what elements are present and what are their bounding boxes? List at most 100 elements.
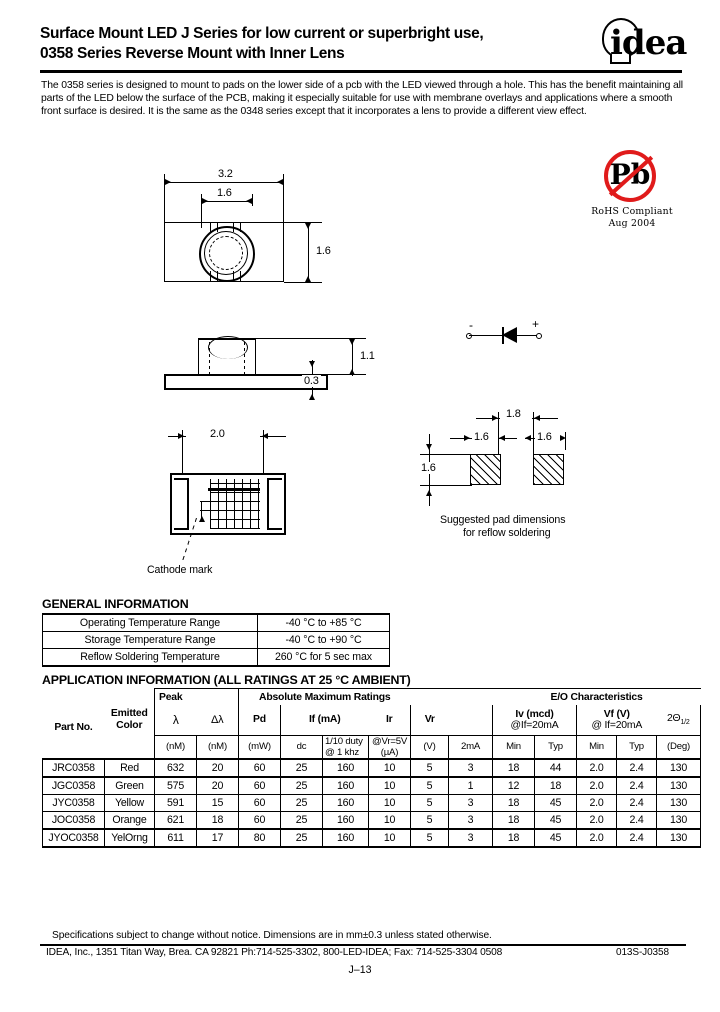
general-information-table: Operating Temperature Range -40 °C to +8… bbox=[42, 613, 390, 667]
cell-part-no: JYC0358 bbox=[42, 793, 105, 812]
grid-extension bbox=[201, 501, 202, 519]
spacer-cell bbox=[105, 689, 155, 706]
unit-ir-line-1: @Vr=5V bbox=[371, 735, 408, 747]
dim-ext-line bbox=[284, 222, 322, 223]
page-title: Surface Mount LED J Series for low curre… bbox=[40, 24, 580, 64]
cell-vf-typ: 2.4 bbox=[616, 757, 658, 777]
cell-vf-min: 2.0 bbox=[576, 757, 618, 777]
col-header-theta: 2Θ1/2 bbox=[656, 705, 702, 736]
dim-arrow bbox=[165, 179, 171, 185]
cell-vr-2ma: 1 bbox=[448, 775, 494, 795]
cell-delta-lambda: 17 bbox=[196, 827, 239, 848]
lens-notch bbox=[210, 271, 211, 282]
dim-label-bottom-width: 2.0 bbox=[210, 428, 225, 440]
bottom-view-drawing: 2.0 Cathode mark bbox=[147, 418, 390, 576]
cell-iv-min: 18 bbox=[492, 793, 536, 812]
lens-notch bbox=[240, 271, 241, 282]
led-polarity-symbol: - + bbox=[465, 317, 575, 360]
table-row: Reflow Soldering Temperature 260 °C for … bbox=[42, 648, 390, 667]
top-view-drawing: 3.2 1.6 bbox=[160, 160, 390, 283]
terminal-right bbox=[267, 478, 269, 530]
lens-inner-ring bbox=[204, 231, 248, 275]
dim-line-bottom-width bbox=[168, 436, 186, 437]
gi-label-operating: Operating Temperature Range bbox=[42, 613, 258, 632]
dim-label-height: 1.6 bbox=[316, 245, 331, 257]
dim-arrow bbox=[560, 435, 566, 441]
unit-lambda: (nM) bbox=[154, 734, 197, 759]
unit-if-pulse: 1/10 duty @ 1 khz bbox=[322, 734, 369, 759]
dim-line-bottom-width bbox=[260, 436, 286, 437]
cell-if-pulse: 160 bbox=[322, 827, 369, 848]
terminal-left bbox=[174, 478, 189, 480]
dim-line-pitch bbox=[476, 418, 500, 419]
pad-right bbox=[533, 454, 564, 485]
col-header-delta-lambda: Δλ bbox=[196, 705, 239, 736]
rohs-caption: RoHS Compliant Aug 2004 bbox=[576, 206, 688, 230]
unit-if-pulse-line-1: 1/10 duty bbox=[325, 735, 363, 747]
cell-lambda: 575 bbox=[154, 775, 197, 795]
general-information-heading: GENERAL INFORMATION bbox=[42, 597, 189, 611]
dim-label-pitch: 1.8 bbox=[506, 408, 521, 420]
side-view-drawing: 1.1 0.3 bbox=[160, 328, 390, 423]
table-row: Storage Temperature Range -40 °C to +90 … bbox=[42, 631, 390, 649]
cell-vr: 5 bbox=[410, 775, 450, 795]
cell-vf-typ: 2.4 bbox=[616, 775, 658, 795]
dim-ext-line bbox=[565, 432, 566, 450]
dim-arrow bbox=[426, 490, 432, 496]
dim-line-3-2 bbox=[164, 182, 284, 183]
cell-vf-min: 2.0 bbox=[576, 793, 618, 812]
cell-vr: 5 bbox=[410, 810, 450, 829]
package-outline bbox=[170, 473, 286, 535]
cell-vr: 5 bbox=[410, 793, 450, 812]
unit-vf-min: Min bbox=[576, 734, 618, 759]
footer-page-number: J–13 bbox=[348, 964, 372, 976]
cell-vr: 5 bbox=[410, 757, 450, 777]
unit-iv-min: Min bbox=[492, 734, 536, 759]
cell-if-pulse: 160 bbox=[322, 810, 369, 829]
group-header-abs-max: Absolute Maximum Ratings bbox=[237, 688, 411, 705]
col-header-pd: Pd bbox=[238, 705, 281, 736]
cell-delta-lambda: 18 bbox=[196, 810, 239, 829]
col-header-theta-symbol: 2Θ bbox=[666, 713, 681, 725]
gi-value-reflow: 260 °C for 5 sec max bbox=[257, 648, 390, 667]
dim-label-width-inner: 1.6 bbox=[215, 187, 234, 199]
dim-arrow bbox=[349, 369, 355, 375]
dim-arrow bbox=[492, 415, 498, 421]
cell-delta-lambda: 20 bbox=[196, 775, 239, 795]
symbol-diode-bar bbox=[502, 327, 504, 344]
footer-doc-code: 013S-J0358 bbox=[616, 947, 669, 958]
symbol-terminal-dot bbox=[466, 333, 472, 339]
spacer-cell bbox=[43, 735, 105, 759]
dim-ext-line bbox=[283, 174, 284, 226]
cell-lambda: 611 bbox=[154, 827, 197, 848]
grid-extension bbox=[200, 510, 212, 511]
dim-line-height bbox=[308, 222, 309, 282]
cell-pd: 60 bbox=[238, 757, 281, 777]
dim-ext-line bbox=[256, 338, 366, 339]
cell-lambda: 632 bbox=[154, 757, 197, 777]
cell-iv-min: 18 bbox=[492, 757, 536, 777]
idea-logo: idea bbox=[592, 14, 688, 72]
col-header-vr-cont bbox=[448, 705, 494, 736]
cell-if-pulse: 160 bbox=[322, 793, 369, 812]
table-row: JYOC0358 YelOrng 611 17 80 25 160 10 5 3… bbox=[42, 827, 702, 848]
group-header-peak: Peak bbox=[154, 688, 197, 705]
terminal-right bbox=[267, 478, 282, 480]
body-base-outline bbox=[164, 374, 328, 390]
dim-label-pad-width-right: 1.6 bbox=[537, 431, 552, 443]
header-divider bbox=[40, 70, 682, 73]
cell-if-dc: 25 bbox=[280, 775, 323, 795]
group-header-abs-max-cont bbox=[410, 688, 493, 705]
symbol-lead-left bbox=[469, 335, 502, 336]
dim-arrow bbox=[277, 179, 283, 185]
symbol-terminal-dot bbox=[536, 333, 542, 339]
cell-ir: 10 bbox=[367, 827, 412, 848]
dim-ext-line bbox=[533, 412, 534, 454]
rohs-prohibition-icon bbox=[604, 150, 656, 202]
unit-ir: @Vr=5V (µA) bbox=[367, 734, 412, 759]
col-header-ir: Ir bbox=[368, 705, 412, 736]
terminal-right bbox=[267, 528, 282, 530]
cell-vf-typ: 2.4 bbox=[616, 793, 658, 812]
dim-arrow bbox=[246, 198, 252, 204]
